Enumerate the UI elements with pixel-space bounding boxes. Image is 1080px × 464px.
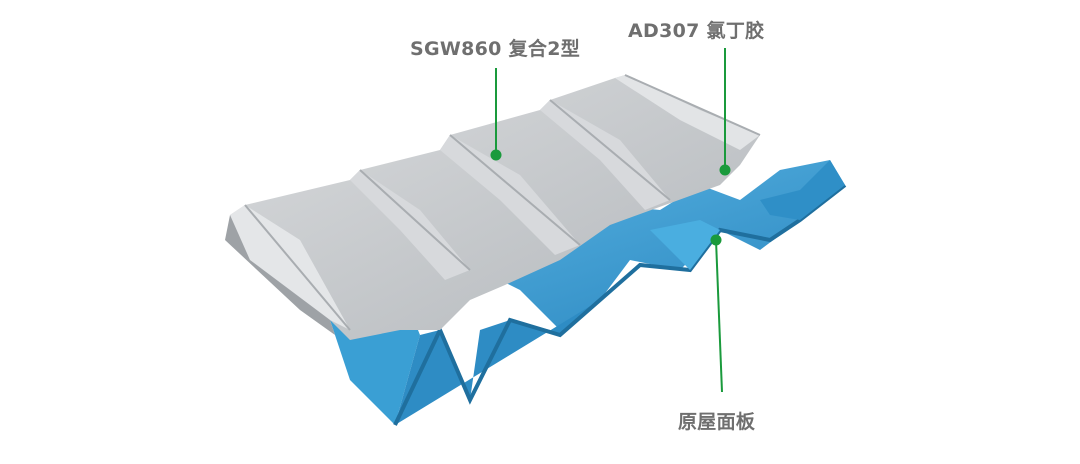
leader-lines: [490, 48, 731, 393]
marker-adhesive: [719, 164, 731, 176]
label-composite-sheet: SGW860 复合2型: [410, 38, 581, 60]
leader-base-panel: [715, 239, 723, 393]
composite-sheet: [225, 74, 761, 340]
marker-composite-sheet: [490, 149, 502, 161]
label-base-panel: 原屋面板: [678, 411, 756, 433]
label-adhesive: AD307 氯丁胶: [628, 20, 765, 42]
marker-base-panel: [710, 234, 722, 246]
